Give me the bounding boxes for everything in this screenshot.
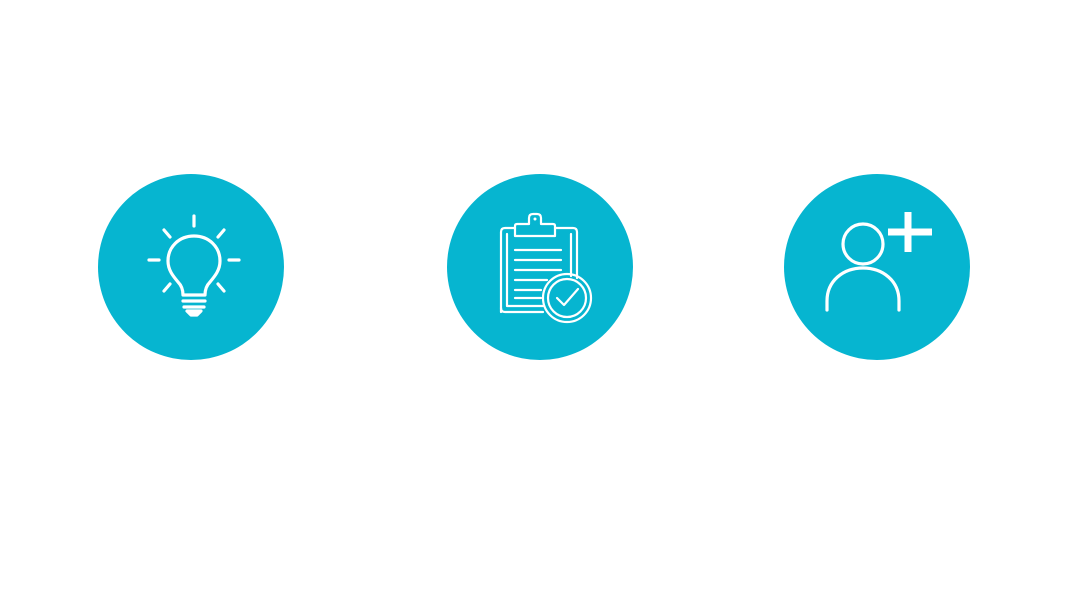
clipboard-check-icon bbox=[499, 212, 593, 324]
lightbulb-circle bbox=[98, 174, 284, 360]
add-user-circle bbox=[784, 174, 970, 360]
add-user-icon bbox=[825, 212, 932, 312]
clipboard-circle bbox=[447, 174, 633, 360]
lightbulb-icon bbox=[147, 214, 241, 317]
